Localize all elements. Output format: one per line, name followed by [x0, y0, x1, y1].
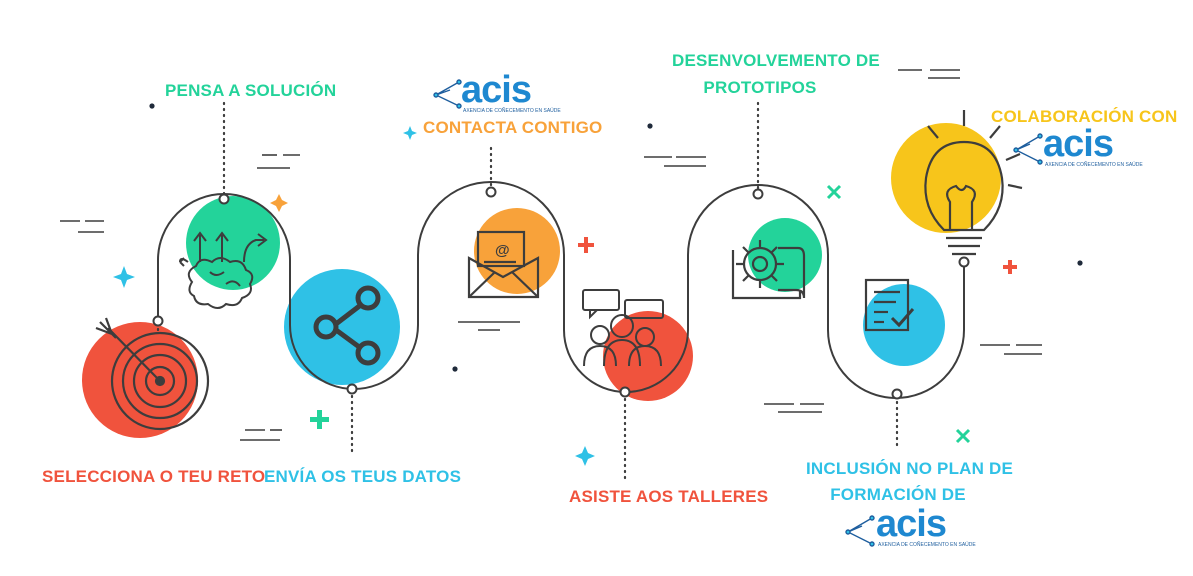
acis-logo-mark-2 — [1013, 133, 1043, 165]
step-label-colaboracion: COLABORACIÓN CON — [991, 107, 1178, 126]
winding-path — [157, 181, 965, 399]
acis-logo-word: acis — [1043, 123, 1114, 165]
step-label-desenvolvemento: DESENVOLVEMENTO DE PROTOTIPOS — [672, 50, 880, 98]
circle-blue-checklist — [863, 284, 945, 366]
circle-red-target — [82, 322, 198, 438]
circle-red-workshop — [603, 311, 693, 401]
circle-yellow-bulb — [891, 123, 1001, 233]
gear-blueprint-icon — [731, 240, 806, 300]
step-label-envia: ENVÍA OS TEUS DATOS — [264, 467, 462, 486]
decorative-dashes — [60, 69, 1042, 441]
acis-logo-mark-1 — [433, 79, 462, 109]
inclusion-line-2: FORMACIÓN DE — [830, 485, 966, 504]
acis-logo-inclusion: acis AXENCIA DE COÑECEMENTO EN SAÚDE — [876, 503, 976, 548]
step-label-inclusion: INCLUSIÓN NO PLAN DE FORMACIÓN DE — [806, 458, 1014, 505]
acis-logo-subtitle: AXENCIA DE COÑECEMENTO EN SAÚDE — [878, 542, 976, 548]
step-label-asiste: ASISTE AOS TALLERES — [569, 487, 769, 506]
decorative-shapes — [113, 126, 1017, 466]
acis-logo-contacta: acis AXENCIA DE COÑECEMENTO EN SAÚDE — [461, 69, 561, 114]
acis-logo-subtitle: AXENCIA DE COÑECEMENTO EN SAÚDE — [463, 108, 561, 114]
circle-blue-share — [284, 269, 400, 385]
decorative-dots — [149, 103, 1083, 372]
svg-text:@: @ — [495, 242, 510, 259]
workshop-icon — [582, 289, 664, 367]
acis-logo-mark-3 — [845, 515, 875, 547]
email-icon: @ — [467, 230, 540, 299]
step-label-pensa: PENSA A SOLUCIÓN — [165, 81, 337, 100]
circle-green-brain — [186, 196, 280, 290]
path-nodes — [152, 186, 970, 400]
step-label-selecciona: SELECCIONA O TEU RETO — [42, 467, 266, 486]
checklist-icon — [864, 278, 915, 332]
desenvolvemento-line-2: PROTOTIPOS — [703, 78, 817, 97]
acis-logo-word: acis — [461, 69, 532, 111]
acis-logo-colaboracion: acis AXENCIA DE COÑECEMENTO EN SAÚDE — [1043, 123, 1143, 168]
desenvolvemento-line-1: DESENVOLVEMENTO DE — [672, 51, 880, 70]
inclusion-line-1: INCLUSIÓN NO PLAN DE — [806, 459, 1014, 478]
acis-logo-subtitle: AXENCIA DE COÑECEMENTO EN SAÚDE — [1045, 162, 1143, 168]
share-icon — [313, 285, 381, 366]
lightbulb-icon — [924, 110, 1023, 256]
target-icon — [95, 317, 210, 431]
acis-logo-word: acis — [876, 503, 947, 545]
brain-icon — [179, 231, 268, 309]
step-label-contacta: CONTACTA CONTIGO — [423, 118, 603, 137]
